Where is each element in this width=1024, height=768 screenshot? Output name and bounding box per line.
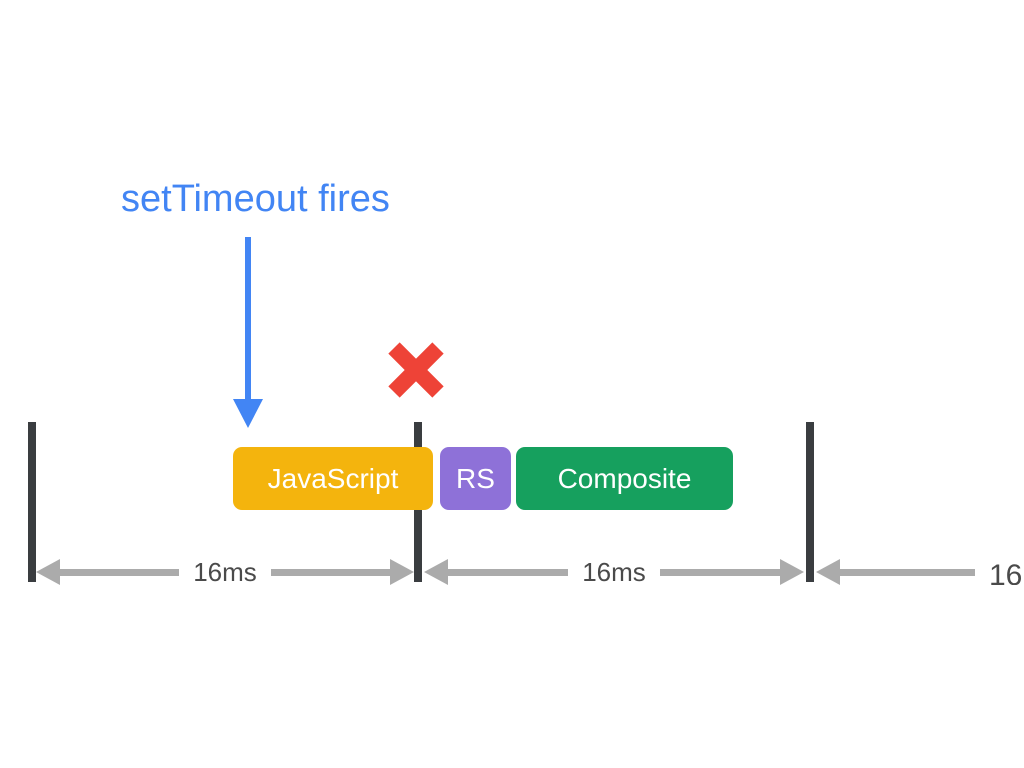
arrow-line — [448, 568, 569, 576]
arrowhead-left-icon — [36, 559, 60, 585]
interval-label-2: 16ms — [582, 557, 646, 587]
interval-label-1: 16ms — [193, 557, 257, 587]
frame-boundary-bar-1 — [28, 422, 36, 582]
arrow-line — [840, 568, 975, 576]
arrowhead-left-icon — [816, 559, 840, 585]
frame-boundary-bar-3 — [806, 422, 814, 582]
arrow-line — [659, 568, 781, 576]
down-arrow-shaft — [245, 237, 251, 401]
missed-frame-x-icon — [388, 342, 444, 398]
arrow-line — [60, 568, 180, 576]
down-arrow-icon — [233, 399, 263, 428]
arrowhead-right-icon — [780, 559, 805, 585]
interval-label-3-clipped: 16ms — [989, 561, 1024, 585]
settimeout-fires-label: setTimeout fires — [121, 178, 390, 220]
interval-label-3: 16ms — [989, 561, 1024, 585]
task-composite: Composite — [516, 447, 733, 510]
arrow-line — [270, 568, 391, 576]
interval-arrow-1: 16ms — [36, 557, 415, 587]
task-rs: RS — [440, 447, 511, 510]
task-javascript: JavaScript — [233, 447, 433, 510]
arrowhead-left-icon — [424, 559, 448, 585]
arrowhead-right-icon — [390, 559, 415, 585]
interval-arrow-3: 16ms — [816, 559, 1024, 585]
interval-arrow-2: 16ms — [424, 557, 805, 587]
